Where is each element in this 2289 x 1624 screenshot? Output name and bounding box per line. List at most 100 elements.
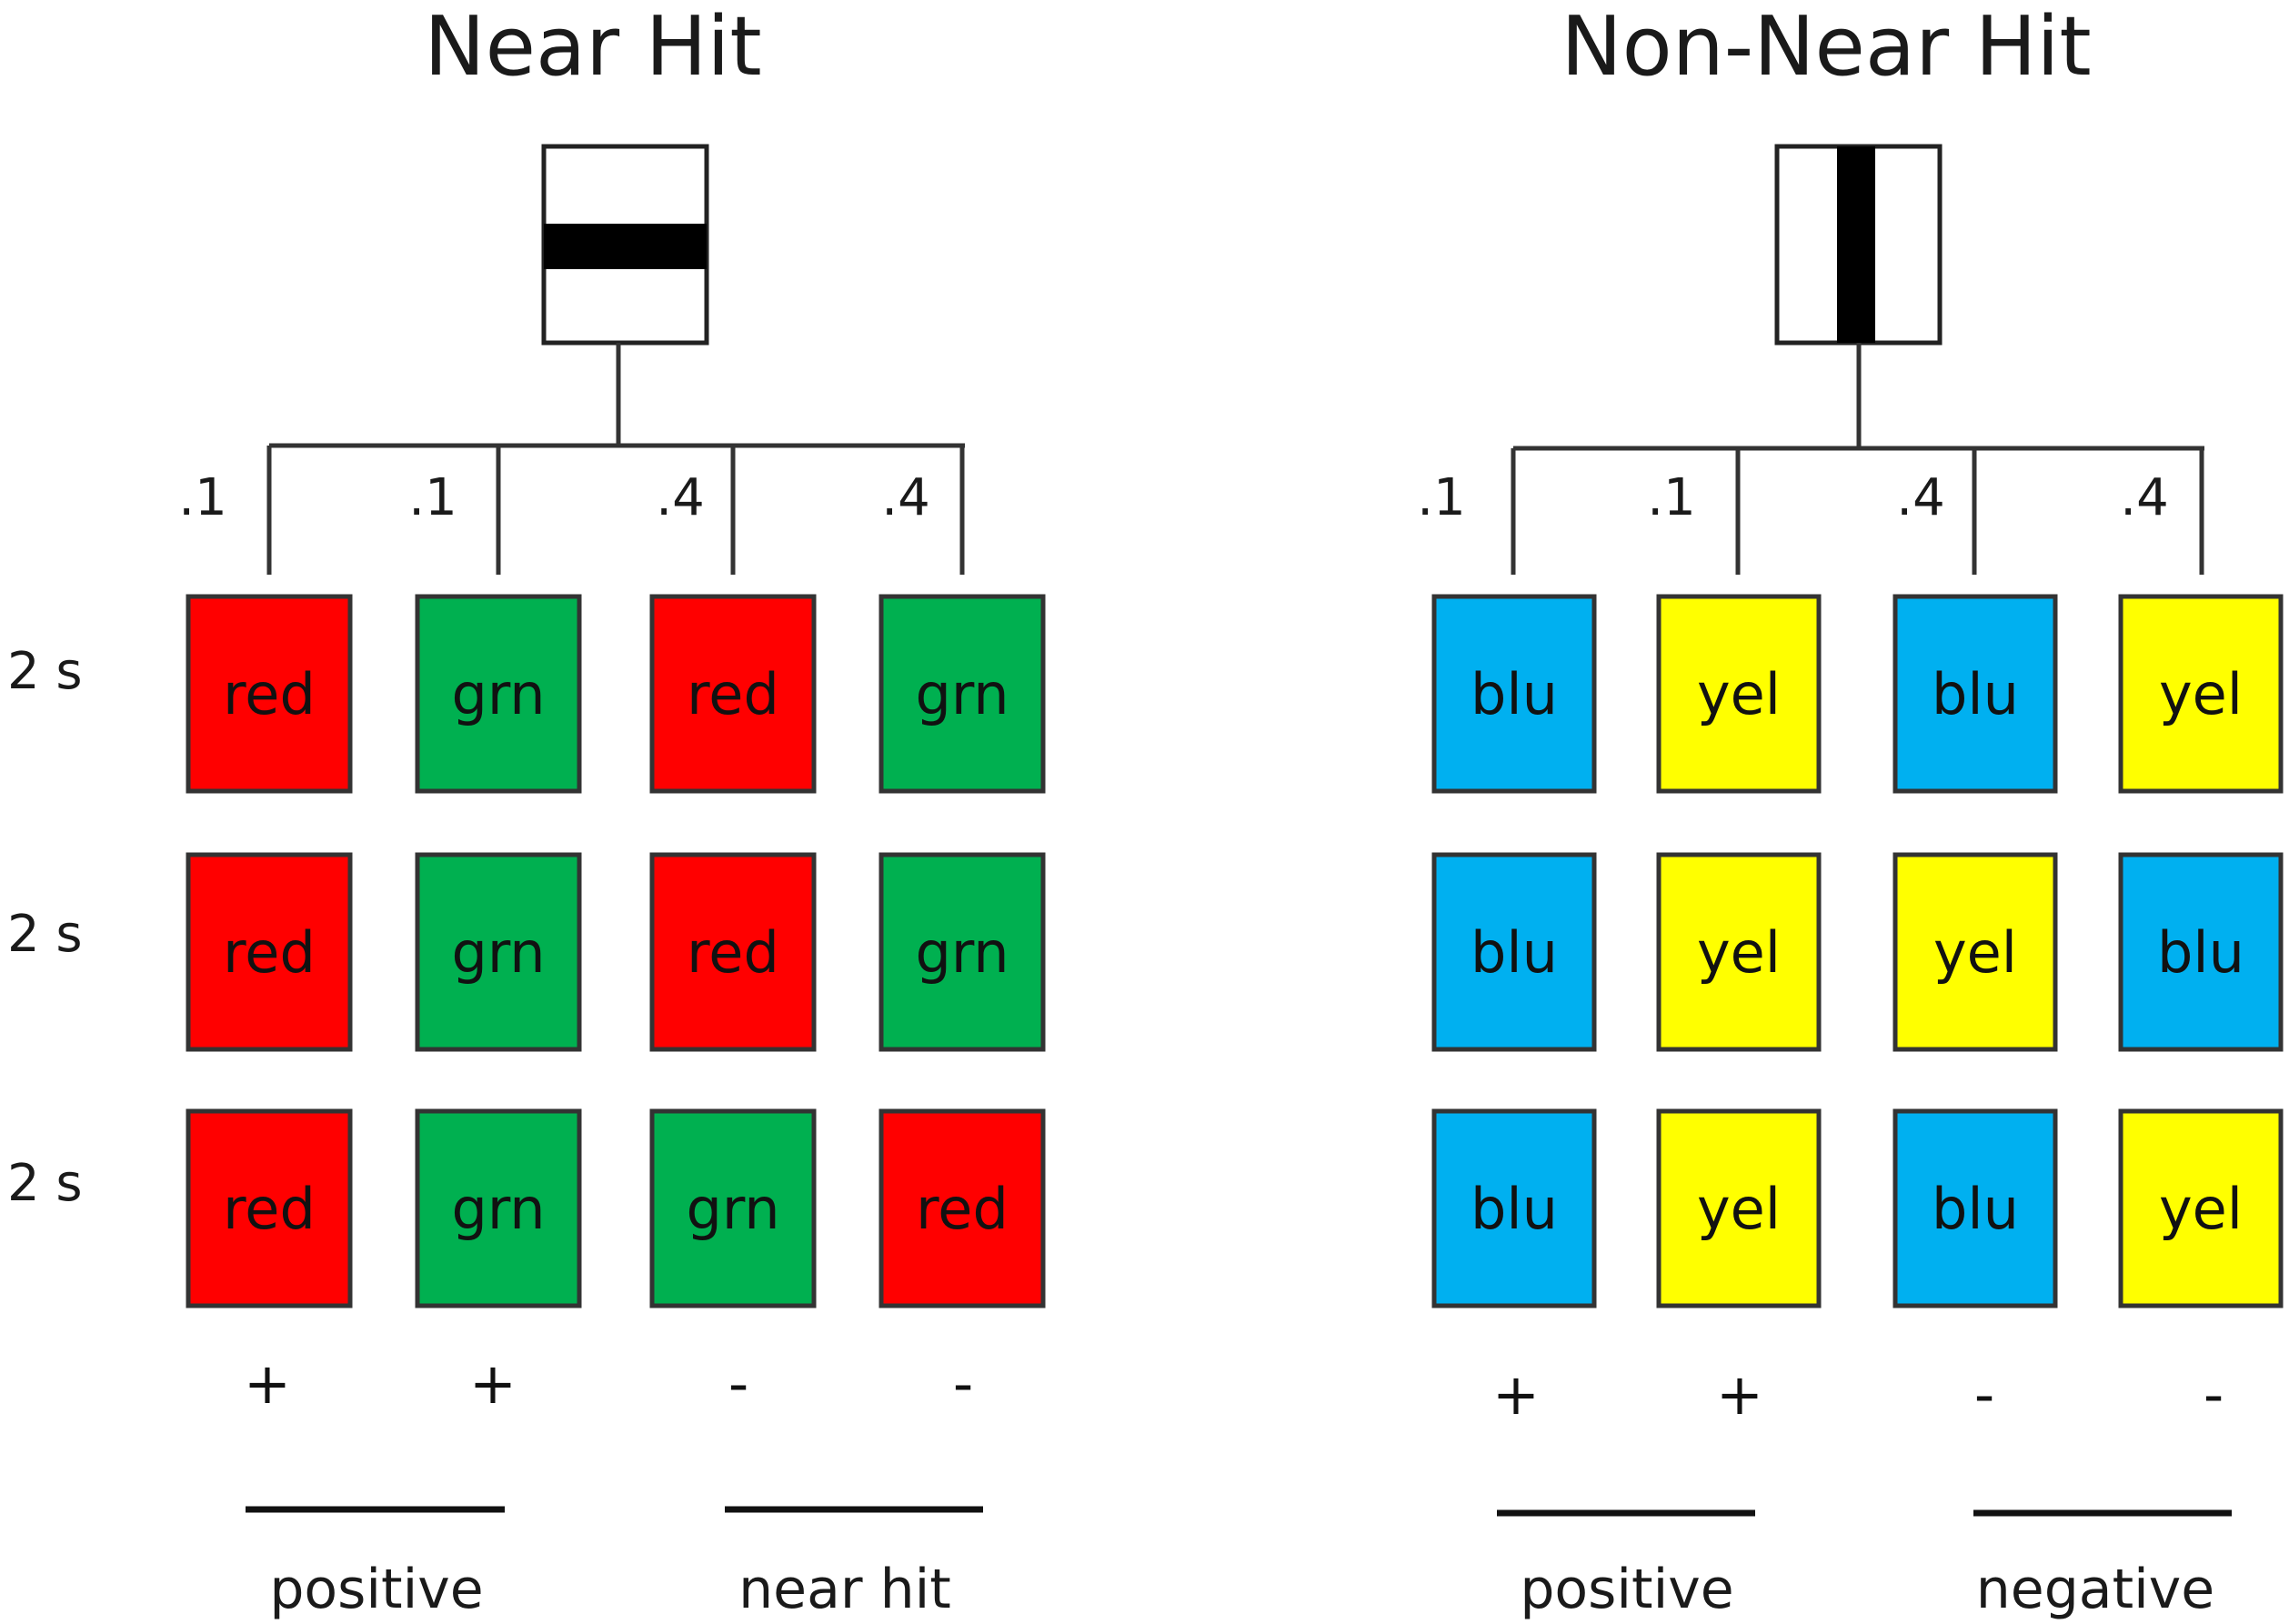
- card-green: [415, 852, 582, 1052]
- card: yel: [1892, 852, 2058, 1052]
- card-label: grn: [451, 1176, 545, 1242]
- time-label: 2 s: [7, 642, 83, 701]
- card-yellow: [1656, 594, 1822, 794]
- card-label: red: [223, 661, 316, 727]
- probability-label: .1: [1417, 468, 1465, 527]
- group-label: positive: [1520, 1558, 1733, 1621]
- card-label: grn: [915, 919, 1009, 986]
- card: red: [649, 594, 817, 794]
- card: red: [878, 1108, 1046, 1308]
- card-label: blu: [1932, 661, 2019, 727]
- card: yel: [1656, 594, 1822, 794]
- vertical-bar: [1837, 146, 1875, 343]
- card: yel: [1656, 852, 1822, 1052]
- panel-non-near-hit: Non-Near Hit .1 .1 .4 .4 blu yel: [1417, 0, 2284, 1621]
- card: yel: [2118, 1108, 2284, 1308]
- card-label: red: [223, 919, 316, 986]
- card-label: blu: [1471, 919, 1558, 986]
- card-label: blu: [1932, 1176, 2019, 1242]
- card: grn: [878, 594, 1046, 794]
- card: red: [649, 852, 817, 1052]
- card: grn: [878, 852, 1046, 1052]
- card-green: [415, 1108, 582, 1308]
- probability-label: .4: [2120, 468, 2168, 527]
- group-label: positive: [269, 1558, 483, 1621]
- card-label: blu: [1471, 661, 1558, 727]
- card-red: [649, 594, 817, 794]
- card: yel: [2118, 594, 2284, 794]
- sign-label: -: [953, 1350, 973, 1417]
- sign-label: +: [1492, 1361, 1540, 1428]
- probability-label: .4: [881, 468, 929, 527]
- card: red: [186, 1108, 353, 1308]
- card-label: grn: [915, 661, 1009, 727]
- branch-tree: [266, 343, 965, 575]
- probability-label: .1: [1647, 468, 1695, 527]
- branch-tree: [1511, 343, 2204, 575]
- card-red: [649, 852, 817, 1052]
- card-red: [878, 1108, 1046, 1308]
- card-yellow: [2118, 1108, 2284, 1308]
- group-label: negative: [1976, 1558, 2214, 1621]
- card-label: blu: [2157, 919, 2244, 986]
- card-label: grn: [451, 919, 545, 986]
- card: blu: [1892, 1108, 2058, 1308]
- card-label: grn: [451, 661, 545, 727]
- card: yel: [1656, 1108, 1822, 1308]
- card-label: yel: [1697, 661, 1781, 727]
- card-blue: [1431, 852, 1597, 1052]
- card: grn: [415, 594, 582, 794]
- card-label: yel: [2159, 661, 2243, 727]
- card: blu: [1431, 1108, 1597, 1308]
- card-blue: [1431, 594, 1597, 794]
- card-yellow: [1656, 1108, 1822, 1308]
- card-label: yel: [2159, 1176, 2243, 1242]
- panel-near-hit: Near Hit .1 .1 .4 .4 2 s 2 s 2 s red: [7, 0, 1046, 1621]
- card-label: red: [687, 919, 779, 986]
- sign-label: +: [244, 1350, 291, 1417]
- sign-label: +: [1716, 1361, 1763, 1428]
- card-label: red: [223, 1176, 316, 1242]
- probability-label: .1: [408, 468, 457, 527]
- cue-box-horizontal: [541, 144, 709, 346]
- sign-label: +: [469, 1350, 517, 1417]
- card-label: yel: [1697, 1176, 1781, 1242]
- horizontal-bar: [544, 224, 707, 269]
- card-blue: [2118, 852, 2284, 1052]
- card-green: [415, 594, 582, 794]
- card: blu: [1431, 852, 1597, 1052]
- card-yellow: [1656, 852, 1822, 1052]
- card-label: yel: [1697, 919, 1781, 986]
- card: grn: [649, 1108, 817, 1308]
- card: blu: [1431, 594, 1597, 794]
- time-label: 2 s: [7, 905, 83, 964]
- card-label: grn: [686, 1176, 779, 1242]
- card-blue: [1892, 594, 2058, 794]
- card-blue: [1431, 1108, 1597, 1308]
- probability-label: .4: [656, 468, 704, 527]
- card-yellow: [2118, 594, 2284, 794]
- sign-label: -: [1974, 1361, 1994, 1428]
- probability-label: .1: [178, 468, 226, 527]
- card-label: blu: [1471, 1176, 1558, 1242]
- card-red: [186, 852, 353, 1052]
- panel-title: Near Hit: [424, 0, 761, 95]
- card: red: [186, 852, 353, 1052]
- card-label: red: [687, 661, 779, 727]
- card-blue: [1892, 1108, 2058, 1308]
- card: grn: [415, 852, 582, 1052]
- panel-title: Non-Near Hit: [1561, 0, 2091, 95]
- group-label: near hit: [738, 1558, 951, 1621]
- card: blu: [1892, 594, 2058, 794]
- card-green: [878, 594, 1046, 794]
- card-label: yel: [1933, 919, 2017, 986]
- card-label: red: [916, 1176, 1009, 1242]
- cue-box-vertical: [1774, 144, 1943, 346]
- card-red: [186, 1108, 353, 1308]
- card: blu: [2118, 852, 2284, 1052]
- card: grn: [415, 1108, 582, 1308]
- time-label: 2 s: [7, 1154, 83, 1213]
- probability-label: .4: [1896, 468, 1944, 527]
- card-green: [649, 1108, 817, 1308]
